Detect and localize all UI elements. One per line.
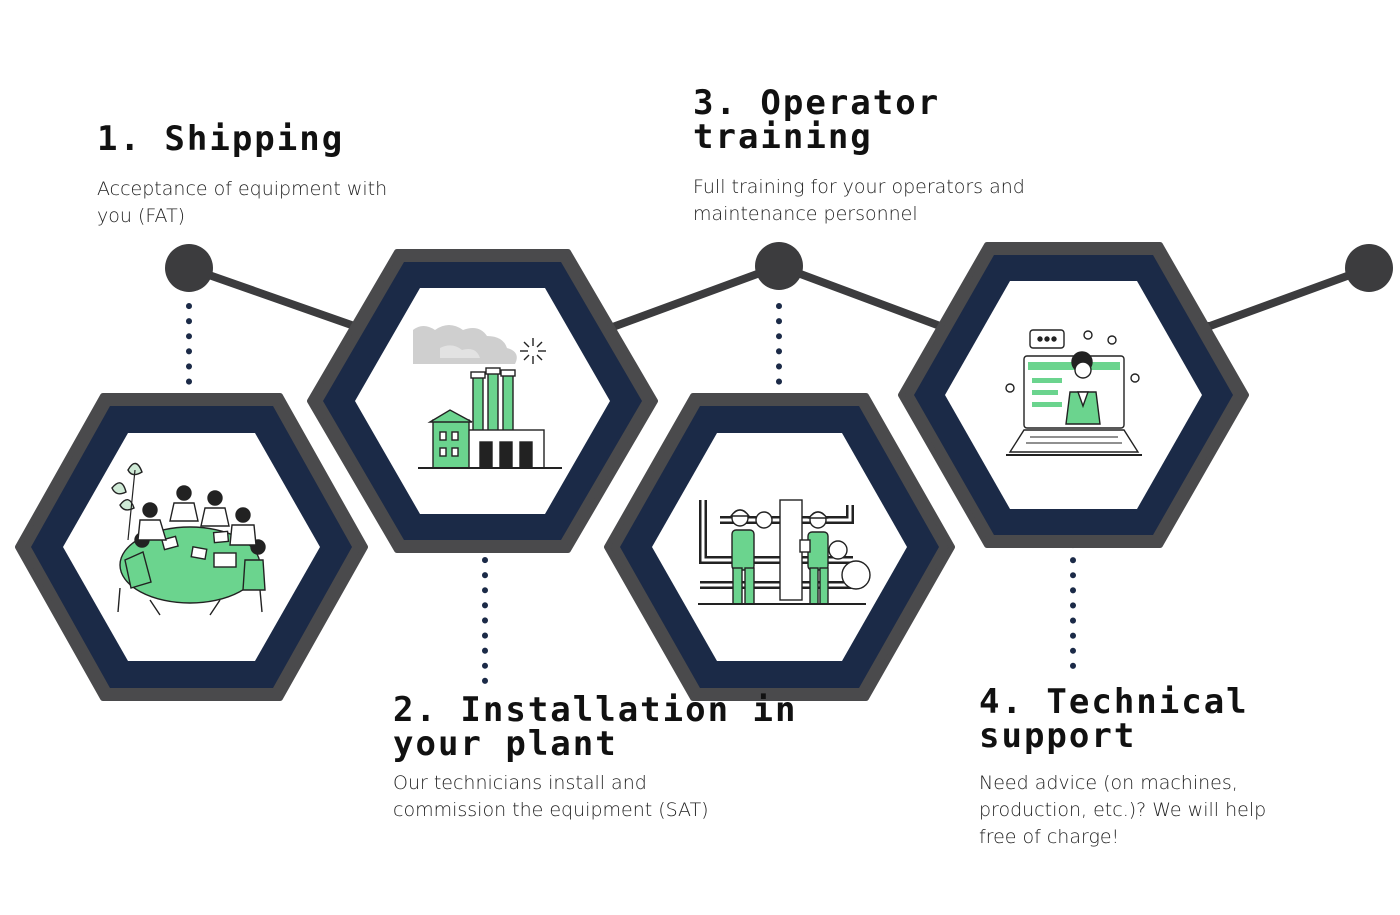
step-3-title-line: training [693,117,873,157]
milestone-node-3 [1345,244,1393,292]
step-3-desc-line: maintenance personnel [693,203,918,225]
step-2-title: 2. Installation in your plant [393,693,797,761]
step-4-title-line: 4. Technical [979,682,1249,722]
step-4-desc-line: free of charge! [979,826,1120,848]
milestone-node-2 [755,242,803,290]
step-4-title: 4. Technical support [979,685,1249,753]
step-1-desc-line: Acceptance of equipment with [97,178,388,200]
step-1-description: Acceptance of equipment with you (FAT) [97,176,387,230]
step-1-title: 1. Shipping [97,122,344,156]
laptop-support-icon [1005,329,1142,456]
step-3-title-line: 3. Operator [693,83,941,123]
step-4-description: Need advice (on machines, production, et… [979,770,1266,851]
milestone-node-1 [165,244,213,292]
team-meeting-icon [111,462,266,616]
step-2-desc-line: commission the equipment (SAT) [393,799,709,821]
step-1-desc-line: you (FAT) [97,205,186,227]
factory-icon [413,325,562,469]
step-2-title-line: 2. Installation in [393,690,798,730]
step-2-description: Our technicians install and commission t… [393,770,709,824]
step-1-title-line: 1. Shipping [97,119,345,159]
step-3-title: 3. Operator training [693,86,940,154]
step-3-description: Full training for your operators and mai… [693,174,1025,228]
step-2-title-line: your plant [393,724,618,764]
step-2-desc-line: Our technicians install and [393,772,647,794]
step-4-desc-line: production, etc.)? We will help [979,799,1267,821]
engineers-icon [698,499,871,605]
step-4-desc-line: Need advice (on machines, [979,772,1238,794]
step-3-desc-line: Full training for your operators and [693,176,1025,198]
step-4-title-line: support [979,716,1137,756]
